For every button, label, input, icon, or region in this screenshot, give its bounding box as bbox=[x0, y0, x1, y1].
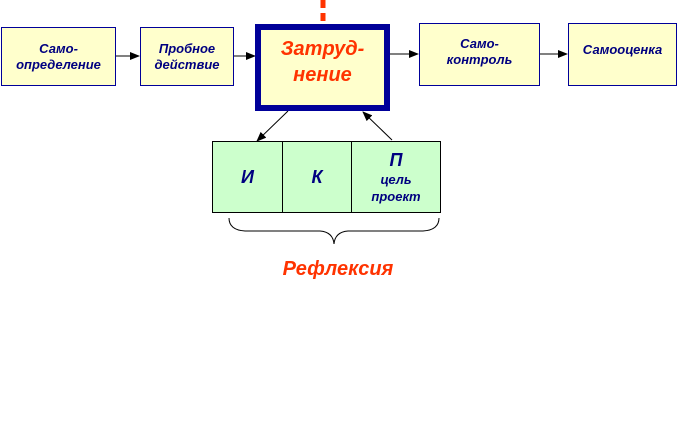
arrow-down-to-table bbox=[256, 110, 289, 142]
trial-action-box: Пробное действие bbox=[140, 27, 234, 86]
self-assessment-label: Самооценка bbox=[582, 42, 663, 57]
reflection-label: Рефлексия bbox=[282, 258, 394, 280]
cell-p-label: П bbox=[389, 149, 403, 170]
cell-k-label: К bbox=[311, 166, 323, 187]
cell-p-goal: цель bbox=[380, 171, 412, 187]
arrow-up-to-difficulty bbox=[362, 111, 393, 141]
self-assessment-box: Самооценка bbox=[568, 23, 677, 86]
cell-p-project: проект bbox=[371, 188, 421, 204]
curly-brace bbox=[228, 217, 440, 245]
self-control-label: Само- контроль bbox=[446, 36, 513, 67]
self-control-box: Само- контроль bbox=[419, 23, 540, 86]
table-cell-i: И bbox=[212, 141, 283, 213]
difficulty-label: Затруд- нение bbox=[280, 38, 365, 86]
table-cell-k: К bbox=[282, 141, 352, 213]
self-determination-label: Само- определение bbox=[16, 40, 101, 72]
cell-i-label: И bbox=[241, 166, 254, 187]
trial-action-label: Пробное действие bbox=[154, 40, 220, 72]
difficulty-box: Затруд- нение bbox=[255, 24, 390, 111]
self-determination-box: Само- определение bbox=[1, 27, 116, 86]
table-cell-p: П цель проект bbox=[351, 141, 441, 213]
